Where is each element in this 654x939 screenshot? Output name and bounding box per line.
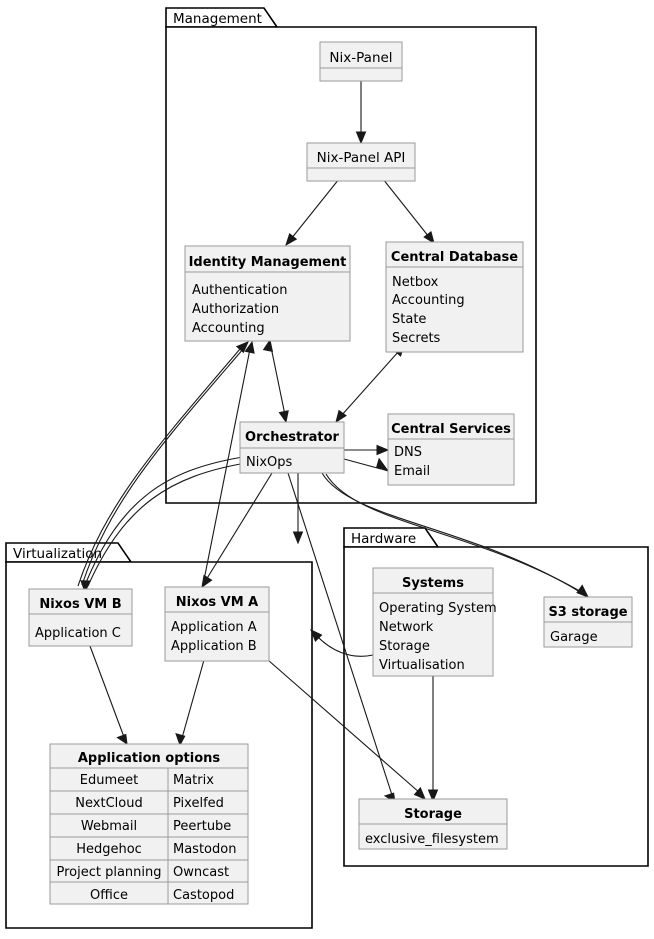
node-systems-attr-2: Storage — [379, 639, 430, 654]
application-options-cell-left-5: Office — [90, 888, 128, 903]
application-options-frame — [49, 743, 249, 905]
link-orchestrator-to-vmb-b — [87, 462, 247, 587]
node-s3-storage[interactable]: S3 storage Garage — [543, 596, 633, 648]
arrowhead-systems-to-storage — [427, 789, 439, 803]
node-nixos-vm-a[interactable]: Nixos VM A Application A Application B — [164, 586, 270, 662]
node-nixos-vm-a-attr-0: Application A — [171, 620, 257, 635]
application-options-title: Application options — [78, 751, 221, 766]
node-orchestrator-title: Orchestrator — [245, 430, 340, 445]
node-central-services-title: Central Services — [391, 422, 511, 437]
arrowhead-vma-to-appoptions — [175, 733, 186, 747]
arrowhead-nixpanel-to-api — [355, 131, 367, 145]
arrowhead-vma-to-storage — [413, 786, 426, 800]
node-nix-panel-api-title: Nix-Panel API — [317, 150, 406, 166]
application-options-cell-left-3: Hedgehoc — [76, 842, 142, 857]
node-central-database-attr-1: Accounting — [392, 293, 465, 308]
node-nixos-vm-a-attr-1: Application B — [171, 639, 257, 654]
node-systems[interactable]: Systems Operating System Network Storage… — [372, 567, 497, 677]
node-application-options[interactable]: Application options Edumeet Matrix NextC… — [49, 743, 249, 905]
arrowhead-vmb-to-identity — [235, 341, 249, 354]
node-storage-attr-0: exclusive_filesystem — [365, 832, 499, 847]
node-central-services[interactable]: Central Services DNS Email — [387, 413, 515, 486]
node-nix-panel[interactable]: Nix-Panel — [319, 41, 403, 82]
arrowhead-orchestrator-to-virtualization — [292, 531, 304, 545]
arrowhead-orchestrator-to-dns — [376, 444, 390, 456]
link-orchestrator-to-vmb-a — [84, 456, 244, 586]
package-management: Management — [165, 7, 537, 504]
node-central-services-attr-1: Email — [394, 464, 430, 479]
node-nixos-vm-b-title: Nixos VM B — [39, 597, 121, 612]
node-central-database-attr-0: Netbox — [392, 275, 439, 290]
link-vmb-to-identity-b — [77, 348, 241, 587]
application-options-cell-right-1: Pixelfed — [173, 796, 224, 811]
link-identity-orchestrator — [270, 346, 286, 416]
node-systems-attr-1: Network — [379, 620, 434, 635]
node-systems-attr-3: Virtualisation — [379, 658, 465, 673]
link-centraldb-orchestrator — [340, 350, 400, 417]
node-orchestrator-attr-0: NixOps — [246, 455, 293, 470]
link-orchestrator-to-vma — [205, 472, 273, 581]
link-api-to-identity — [290, 178, 340, 240]
package-management-label: Management — [173, 11, 262, 27]
application-options-cell-right-3: Mastodon — [173, 842, 236, 857]
link-systems-to-vma — [315, 634, 374, 657]
node-identity-management[interactable]: Identity Management Authentication Autho… — [184, 245, 351, 342]
arrowhead-identity-orchestrator-down — [278, 410, 289, 424]
node-systems-title: Systems — [402, 576, 464, 591]
arrowhead-api-to-centraldb — [423, 230, 435, 245]
arrowhead-vma-to-identity — [244, 340, 255, 354]
node-identity-management-attr-2: Accounting — [192, 321, 265, 336]
node-nixos-vm-a-title: Nixos VM A — [176, 595, 259, 610]
node-storage-title: Storage — [404, 807, 462, 822]
node-nixos-vm-b[interactable]: Nixos VM B Application C — [28, 588, 133, 647]
node-identity-management-attr-0: Authentication — [192, 283, 287, 298]
node-nixos-vm-b-attr-0: Application C — [35, 626, 121, 641]
application-options-cell-right-0: Matrix — [173, 773, 214, 788]
link-vmb-to-identity-a — [81, 347, 245, 586]
node-identity-management-title: Identity Management — [189, 255, 347, 270]
arrowhead-systems-to-vma — [310, 629, 323, 642]
application-options-cell-left-4: Project planning — [56, 865, 161, 880]
node-nix-panel-api[interactable]: Nix-Panel API — [306, 142, 416, 182]
arrowhead-orchestrator-to-s3 — [576, 584, 590, 598]
node-orchestrator[interactable]: Orchestrator NixOps — [239, 421, 345, 474]
application-options-cell-right-4: Owncast — [173, 865, 229, 880]
application-options-cell-right-2: Peertube — [173, 819, 231, 834]
link-orchestrator-to-storage — [287, 472, 393, 796]
node-central-services-attr-0: DNS — [394, 445, 422, 460]
package-management-body — [165, 26, 537, 504]
arrowhead-orchestrator-to-vmb — [80, 580, 91, 594]
node-central-database-attr-2: State — [392, 312, 426, 327]
node-s3-storage-attr-0: Garage — [550, 630, 598, 645]
arrowhead-identity-orchestrator-up — [262, 338, 274, 353]
application-options-cell-left-2: Webmail — [81, 819, 137, 834]
link-vma-to-appoptions — [181, 659, 205, 739]
node-nix-panel-title: Nix-Panel — [329, 50, 392, 66]
node-storage[interactable]: Storage exclusive_filesystem — [358, 798, 508, 850]
node-central-database-attr-3: Secrets — [392, 331, 441, 346]
link-vma-to-storage — [267, 659, 421, 794]
node-central-database-title: Central Database — [391, 250, 518, 265]
link-api-to-centraldb — [382, 178, 430, 238]
arrowhead-orchestrator-to-email — [375, 457, 390, 472]
node-identity-management-attr-1: Authorization — [192, 302, 279, 317]
node-s3-storage-title: S3 storage — [548, 605, 627, 620]
link-vmb-to-appoptions — [89, 645, 125, 738]
node-central-database[interactable]: Central Database Netbox Accounting State… — [385, 241, 524, 353]
application-options-cell-left-0: Edumeet — [80, 773, 138, 788]
arrowhead-vmb-to-appoptions — [116, 733, 128, 746]
package-virtualization-label: Virtualization — [13, 546, 102, 562]
arrowhead-centraldb-orchestrator-down — [335, 409, 347, 424]
application-options-cell-left-1: NextCloud — [75, 796, 142, 811]
package-hardware-label: Hardware — [351, 531, 416, 547]
node-systems-attr-0: Operating System — [379, 601, 497, 616]
link-vma-to-identity — [203, 348, 251, 581]
link-orchestrator-to-s3-b — [325, 473, 584, 594]
arrowhead-api-to-identity — [285, 232, 298, 247]
link-orchestrator-to-email — [343, 458, 382, 470]
application-options-cell-right-5: Castopod — [173, 888, 234, 903]
